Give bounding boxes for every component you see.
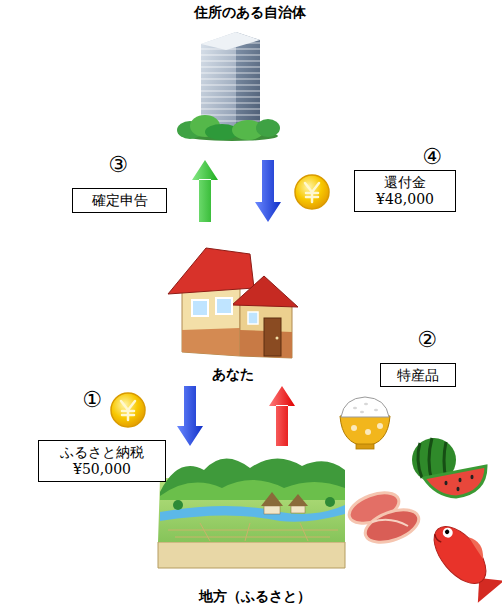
countryside-icon-part (291, 506, 305, 513)
rice-bowl (340, 397, 390, 449)
meat-part (372, 520, 408, 526)
box-label: ふるさと納税 (60, 444, 144, 461)
house-icon-part (232, 276, 298, 307)
step-box: 確定申告 (72, 188, 167, 213)
sea-bream (424, 515, 502, 603)
sea-bream-part (434, 534, 442, 543)
sea-bream-part (424, 517, 495, 592)
amount-text: ¥50,000 (73, 461, 131, 478)
countryside-icon-part (160, 505, 345, 522)
rice-bowl-part (377, 423, 383, 429)
node-label: 住所のある自治体 (194, 4, 306, 21)
box-label: 特産品 (397, 367, 439, 384)
house-icon-part (192, 300, 208, 316)
house-icon-part (276, 337, 279, 340)
rice-bowl-part (356, 444, 374, 449)
house-icon-part (240, 300, 292, 358)
flow-arrow (269, 386, 295, 446)
house-icon-part (216, 298, 232, 314)
house-icon-part (248, 312, 258, 324)
sea-bream-part (444, 529, 450, 535)
node-label: あなた (212, 366, 254, 383)
house-icon-part (264, 318, 281, 356)
flow-arrow (255, 160, 281, 222)
rice-bowl-part (364, 403, 368, 405)
building-icon (177, 32, 280, 141)
rice-bowl-part (360, 411, 364, 413)
flow-arrow (177, 386, 203, 446)
watermelon-part (457, 487, 460, 491)
countryside-icon-part (261, 492, 283, 506)
house-icon-part (182, 282, 240, 356)
countryside-icon-part (158, 542, 345, 568)
callout-number: ④ (422, 145, 442, 169)
box-label: 確定申告 (92, 192, 148, 209)
countryside-icon-part (158, 478, 345, 542)
building-icon-part (236, 32, 260, 130)
house-icon (168, 248, 298, 358)
yen-coin-part (295, 175, 329, 209)
flow-arrow (192, 160, 218, 222)
callout-number: ① (82, 388, 102, 412)
watermelon-part (424, 466, 486, 497)
node-label: 地方（ふるさと） (199, 588, 311, 605)
watermelon-part (471, 475, 474, 479)
building-icon-part (201, 32, 260, 50)
countryside-icon-part (173, 500, 183, 510)
countryside-icon-part (325, 497, 335, 507)
house-icon-part (168, 248, 254, 294)
yen-coin-part (111, 393, 145, 427)
meat (345, 487, 423, 549)
building-icon-part (256, 119, 280, 137)
callout-number: ③ (108, 153, 128, 177)
sea-bream-part (441, 526, 455, 540)
step-box: ふるさと納税¥50,000 (38, 440, 166, 482)
watermelon (412, 438, 486, 497)
yen-coin (111, 393, 145, 427)
yen-coin (295, 175, 329, 209)
yen-coin-part (305, 183, 319, 202)
watermelon-part (445, 481, 448, 485)
building-icon-part (236, 32, 260, 130)
amount-text: ¥48,000 (376, 191, 434, 208)
house-icon-part (182, 328, 240, 356)
watermelon-part (459, 478, 462, 482)
countryside-icon-part (264, 506, 280, 514)
yen-coin-part (121, 401, 135, 420)
you-node: あなた (160, 240, 305, 383)
countryside-icon-part (160, 480, 345, 500)
hometown-node: 地方（ふるさと） (150, 449, 360, 605)
meat-part (361, 503, 423, 548)
step-box: 還付金¥48,000 (354, 170, 456, 212)
rice-bowl-part (341, 397, 389, 417)
step-box: 特産品 (380, 363, 456, 387)
countryside-icon-part (168, 523, 338, 541)
callout-number: ② (417, 328, 437, 352)
sea-bream-part (466, 535, 488, 559)
box-label: 還付金 (384, 174, 426, 191)
municipality-node: 住所のある自治体 (175, 4, 325, 142)
rice-bowl-part (374, 409, 378, 411)
countryside-icon (158, 458, 345, 568)
rice-bowl-part (340, 416, 390, 446)
rice-bowl-part (365, 429, 371, 435)
rice-bowl-part (351, 425, 357, 431)
rice-bowl-part (353, 407, 357, 409)
countryside-icon-part (288, 494, 308, 506)
